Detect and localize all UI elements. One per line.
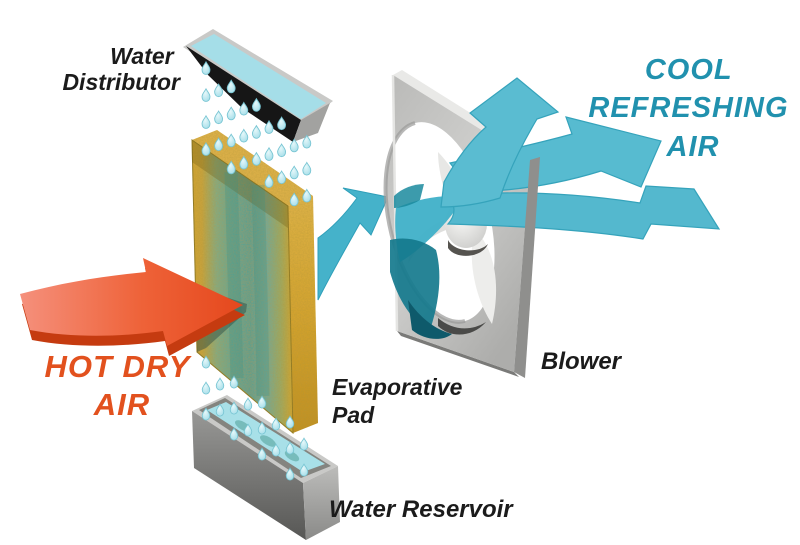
evaporative-pad-label: Evaporative Pad bbox=[332, 374, 469, 428]
water-droplet-icon bbox=[289, 138, 299, 153]
evaporative-pad bbox=[191, 130, 318, 435]
water-droplet-icon bbox=[214, 110, 224, 125]
water-reservoir-label: Water Reservoir bbox=[329, 496, 514, 523]
water-droplet-icon bbox=[277, 143, 287, 158]
water-distributor bbox=[183, 29, 333, 142]
water-droplet-icon bbox=[201, 381, 211, 395]
water-droplet-icon bbox=[215, 377, 225, 391]
water-droplet-icon bbox=[239, 128, 249, 143]
reservoir-end-face bbox=[303, 466, 340, 540]
cool-air-arrow-up bbox=[440, 77, 560, 208]
fan-hub-shadow bbox=[448, 240, 488, 256]
cool-arrow-into-fan bbox=[317, 187, 389, 301]
water-droplet-icon bbox=[299, 437, 309, 451]
cool-air-arrow-down bbox=[446, 185, 721, 240]
distributor-water bbox=[191, 34, 326, 119]
water-droplet-icon bbox=[251, 125, 261, 139]
distributor-underside bbox=[186, 46, 301, 142]
water-droplet-icon bbox=[243, 397, 253, 411]
fan-blade-shadow bbox=[438, 318, 486, 335]
water-droplet-icon bbox=[289, 165, 299, 180]
water-droplet-icon bbox=[302, 161, 312, 176]
pad-top-shadow bbox=[192, 140, 288, 228]
pad-wet-streaks bbox=[224, 171, 270, 397]
pad-side-face bbox=[288, 196, 318, 433]
airflow-through-fan-deep bbox=[408, 300, 452, 339]
pad-front-face bbox=[191, 139, 294, 435]
water-droplet-icon bbox=[201, 115, 211, 129]
water-droplet-icon bbox=[264, 147, 274, 161]
water-droplet-icon bbox=[251, 152, 261, 166]
distributor-end-cap bbox=[293, 103, 330, 142]
blower-label: Blower bbox=[541, 348, 623, 375]
fan-frame-right-edge bbox=[514, 157, 540, 378]
water-distributor-label: Water Distributor bbox=[62, 43, 181, 95]
fan-hole-shadow bbox=[383, 121, 466, 324]
hot-air-arrow bbox=[20, 258, 245, 356]
reservoir-front-face bbox=[192, 411, 306, 540]
water-reservoir bbox=[192, 395, 340, 540]
airflow-into-blower-arrow bbox=[317, 187, 389, 301]
hot-arrow-top bbox=[20, 258, 243, 346]
airflow-through-fan-dark bbox=[390, 238, 440, 330]
hot-dry-air-label: HOT DRY AIR bbox=[44, 349, 199, 422]
airflow-through-fan-upper bbox=[394, 184, 424, 208]
water-droplet-icon bbox=[226, 133, 236, 148]
water-droplet-icon bbox=[226, 106, 236, 121]
fan-blade-bottom bbox=[471, 238, 497, 324]
fan-frame-bottom-edge bbox=[397, 331, 519, 377]
water-droplet-icon bbox=[201, 88, 211, 102]
cool-air-arrows bbox=[440, 77, 721, 378]
water-ripple bbox=[260, 435, 276, 447]
cool-refreshing-air-label: COOL REFRESHING AIR bbox=[588, 54, 797, 163]
